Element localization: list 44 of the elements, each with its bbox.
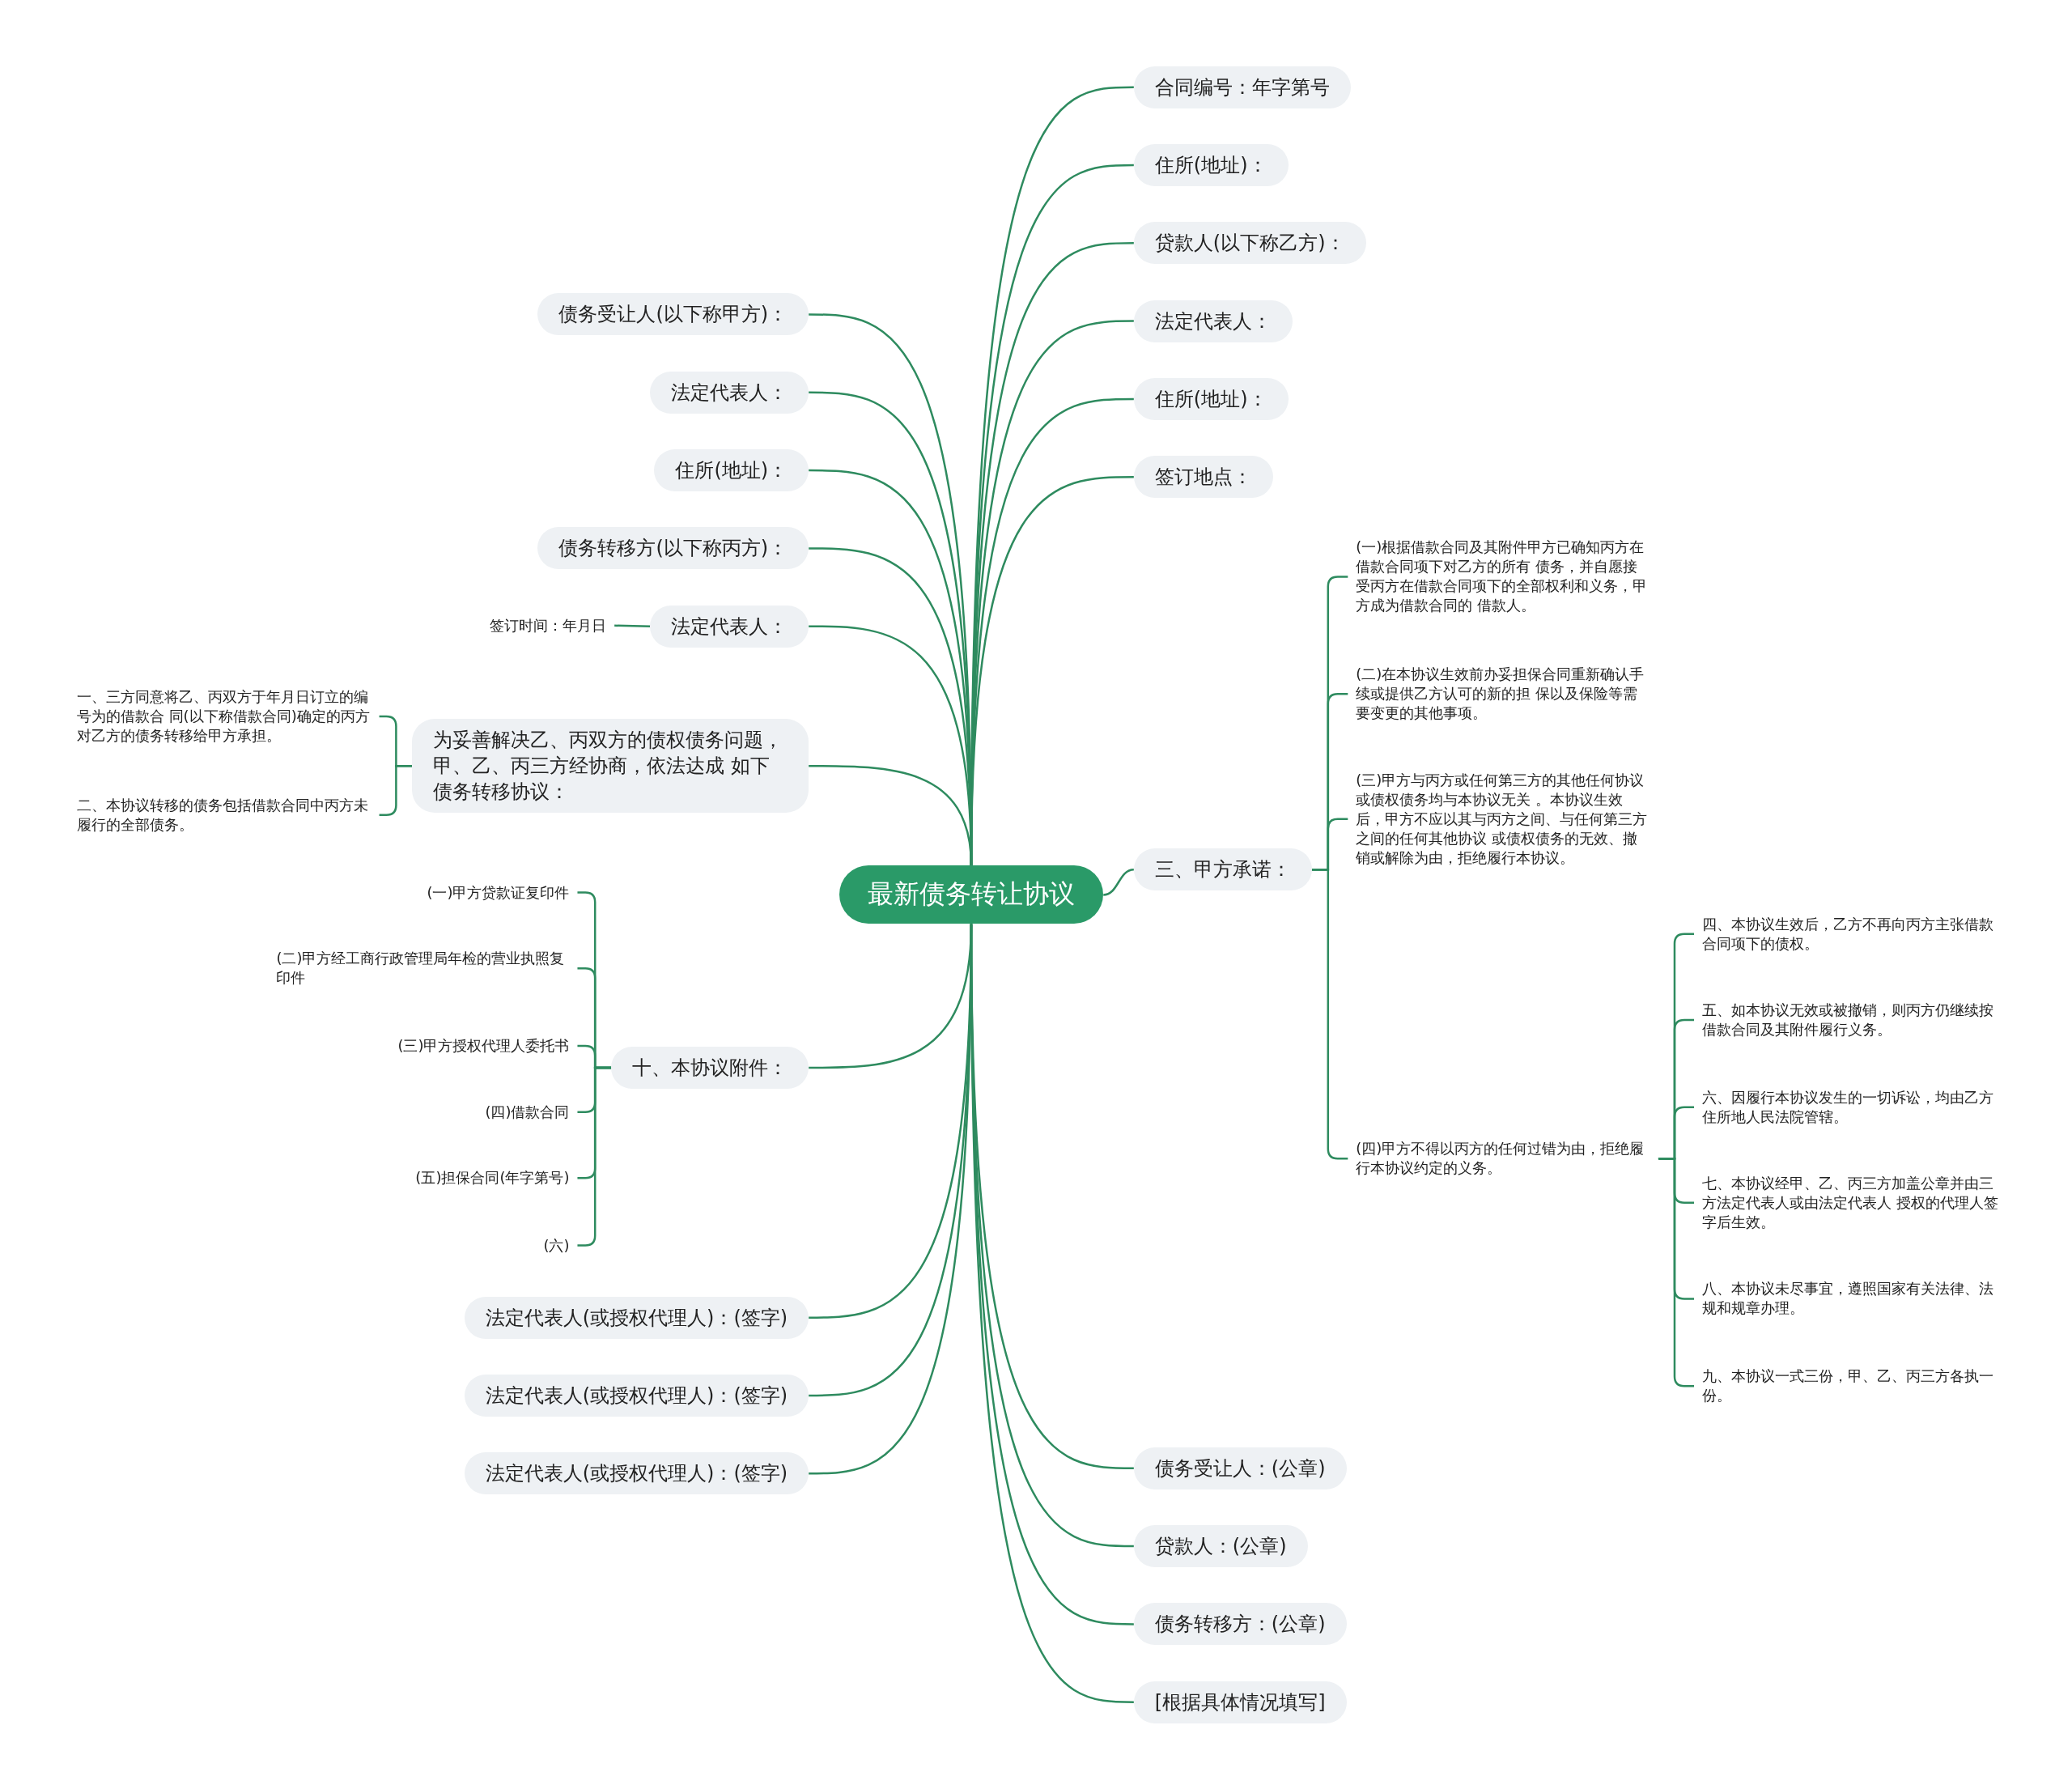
topic-text: (一)甲方贷款证复印件	[312, 882, 578, 903]
topic-text: 五、如本协议无效或被撤销，则丙方仍继续按借款合同及其附件履行义务。	[1694, 1000, 2011, 1039]
topic-box: 债务受让人(以下称甲方)：	[537, 293, 809, 336]
topic-box: 签订地点：	[1133, 456, 1273, 499]
topic-text: (三)甲方与丙方或任何第三方的其他任何协议或债权债务均与本协议无关 。本协议生效后，甲方不应以其与丙方之间、与任何第三方之间的任何其他协议 或债权债务的无效、撤销或解除为由，拒绝履行本协议。	[1348, 770, 1658, 868]
topic-box: 住所(地址)：	[654, 449, 809, 492]
topic-box: 十、本协议附件：	[611, 1047, 809, 1090]
topic-text: (六)	[445, 1235, 578, 1256]
topic-box: 法定代表人(或授权代理人)：(签字)	[464, 1452, 809, 1495]
topic-text: 六、因履行本协议发生的一切诉讼，均由乙方住所地人民法院管辖。	[1694, 1087, 2011, 1127]
topic-text: 四、本协议生效后，乙方不再向丙方主张借款合同项下的债权。	[1694, 914, 2011, 954]
topic-box: 债务受让人：(公章)	[1133, 1447, 1347, 1489]
topic-text: 二、本协议转移的债务包括借款合同中丙方未履行的全部债务。	[68, 795, 380, 835]
topic-box: 为妥善解决乙、丙双方的债权债务问题，甲、乙、丙三方经协商，依法达成 如下债务转移协议：	[412, 719, 809, 814]
topic-text: 九、本协议一式三份，甲、乙、丙三方各执一份。	[1694, 1366, 2011, 1406]
central-topic: 最新债务转让协议	[839, 865, 1104, 924]
topic-box: 住所(地址)：	[1133, 377, 1289, 420]
topic-box: 贷款人：(公章)	[1133, 1525, 1308, 1568]
topic-box: 三、甲方承诺：	[1133, 848, 1312, 891]
topic-box: 法定代表人：	[650, 605, 809, 648]
topic-box: 法定代表人：	[1133, 300, 1293, 342]
topic-text: (二)甲方经工商行政管理局年检的营业执照复印件	[268, 949, 578, 988]
topic-text: 一、三方同意将乙、丙双方于年月日订立的编号为的借款合 同(以下称借款合同)确定的丙方对乙方的债务转移给甲方承担。	[68, 686, 380, 746]
topic-box: 债务转移方(以下称丙方)：	[537, 527, 809, 570]
topic-box: 法定代表人(或授权代理人)：(签字)	[464, 1374, 809, 1417]
topic-box: 贷款人(以下称乙方)：	[1133, 222, 1366, 265]
connector	[809, 764, 973, 866]
connector	[614, 624, 651, 627]
topic-text: (五)担保合同(年字第号)	[312, 1168, 578, 1188]
topic-box: 法定代表人：	[650, 371, 809, 414]
topic-text: (三)甲方授权代理人委托书	[312, 1036, 578, 1056]
topic-box: 住所(地址)：	[1133, 143, 1289, 186]
topic-text: (四)借款合同	[312, 1102, 578, 1122]
topic-text: 七、本协议经甲、乙、丙三方加盖公章并由三方法定代表人或由法定代表人 授权的代理人签字后生效。	[1694, 1173, 2011, 1232]
topic-box: 债务转移方：(公章)	[1133, 1603, 1347, 1646]
topic-text: (二)在本协议生效前办妥担保合同重新确认手续或提供乙方认可的新的担 保以及保险等需要变更的其他事项。	[1348, 665, 1658, 724]
topic-box: 合同编号：年字第号	[1133, 66, 1351, 108]
connector	[1103, 868, 1134, 896]
topic-box: 法定代表人(或授权代理人)：(签字)	[464, 1296, 809, 1339]
topic-text: (一)根据借款合同及其附件甲方已确知丙方在借款合同项下对乙方的所有 债务，并自愿接受丙方在借款合同项下的全部权利和义务，甲方成为借款合同的 借款人。	[1348, 538, 1658, 616]
topic-box: [根据具体情况填写]	[1133, 1681, 1347, 1723]
topic-text: 八、本协议未尽事宜，遵照国家有关法律、法规和规章办理。	[1694, 1279, 2011, 1319]
topic-text: (四)甲方不得以丙方的任何过错为由，拒绝履行本协议约定的义务。	[1348, 1139, 1658, 1179]
topic-text: 签订时间：年月日	[469, 615, 615, 635]
